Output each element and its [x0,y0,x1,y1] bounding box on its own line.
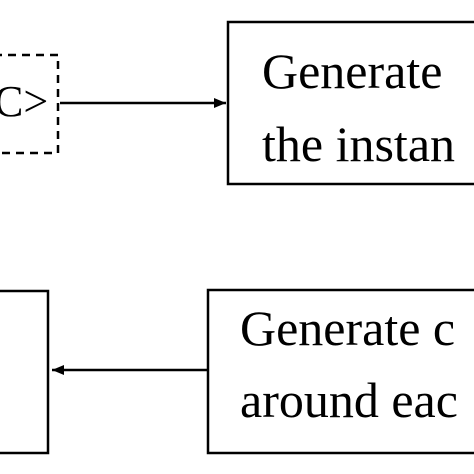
box-bottom-right-line-2: around eac [240,372,458,428]
box-bottom-right-line-1: Generate c [240,300,455,356]
box-bottom-left [0,289,50,455]
box-top-right-line-2: the instan [262,116,455,172]
dashed-node-top-left: C> [0,53,60,155]
box-top-right: Generate the instan [226,20,474,186]
dashed-node-label: C> [0,77,48,126]
box-top-right-line-1: Generate [262,43,442,99]
box-bottom-right: Generate c around eac [206,288,474,455]
